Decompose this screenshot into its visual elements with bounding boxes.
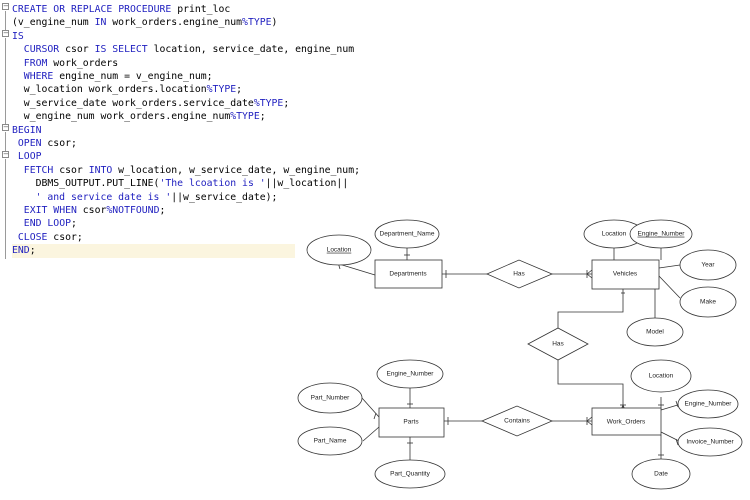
attr-part-quantity	[374, 459, 446, 489]
code-line[interactable]: FROM work_orders	[23, 57, 119, 69]
edge-location-departments	[338, 263, 376, 276]
label-model: Model	[646, 329, 664, 336]
er-diagram-canvas: Departments Vehicles Parts Work_Orders H…	[297, 219, 743, 490]
code-line[interactable]: CLOSE csor;	[17, 231, 83, 243]
edge-partname-parts	[362, 426, 380, 442]
label-make: Make	[700, 299, 716, 306]
label-date: Date	[654, 471, 668, 478]
label-work-orders: Work_Orders	[607, 419, 646, 426]
label-departments: Departments	[389, 271, 427, 278]
code-line[interactable]: EXIT WHEN csor%NOTFOUND;	[23, 205, 166, 216]
code-line[interactable]: CREATE OR REPLACE PROCEDURE print_loc	[12, 4, 231, 15]
fold-toggle-icon[interactable]	[2, 3, 9, 10]
edge-workorders-invoice	[660, 431, 682, 443]
editor-gutter	[0, 0, 12, 270]
fold-guide	[5, 132, 6, 151]
attr-parts-engine-number	[376, 359, 444, 389]
label-part-number: Part_Number	[311, 395, 350, 402]
attr-wo-location	[630, 359, 692, 393]
label-wo-location: Location	[649, 373, 674, 380]
label-has-2: Has	[552, 341, 564, 348]
code-line[interactable]: CURSOR csor IS SELECT location, service_…	[23, 44, 355, 56]
entity-vehicles	[591, 259, 660, 290]
relationship-has-vehicle-workorder	[527, 327, 589, 361]
fold-toggle-icon[interactable]	[2, 151, 9, 158]
attr-wo-engine-number	[677, 389, 739, 419]
edge-vehicles-make	[658, 275, 681, 299]
label-department-name: Department_Name	[380, 231, 435, 238]
code-line[interactable]: ' and service date is '||w_service_date)…	[35, 191, 278, 203]
label-vehicles: Vehicles	[613, 271, 638, 278]
attr-vehicle-engine-number	[629, 219, 693, 249]
label-part-name: Part_Name	[314, 438, 347, 445]
label-invoice-number: Invoice_Number	[686, 439, 734, 446]
label-has-1: Has	[513, 271, 525, 278]
code-line[interactable]: IS	[12, 30, 24, 42]
edge-vehicles-year	[658, 264, 681, 269]
label-parts: Parts	[403, 419, 419, 426]
label-part-quantity: Part_Quantity	[390, 471, 430, 478]
code-line[interactable]: DBMS_OUTPUT.PUT_LINE('The lcoation is '|…	[12, 178, 349, 190]
code-line[interactable]: w_location work_orders.location%TYPE;	[12, 84, 243, 96]
code-line[interactable]: BEGIN	[12, 124, 42, 136]
edge-partnumber-parts	[361, 397, 380, 418]
entity-parts	[378, 407, 445, 438]
label-year: Year	[701, 262, 715, 269]
fold-guide	[5, 159, 6, 259]
code-line[interactable]: OPEN csor;	[17, 138, 77, 149]
attr-invoice-number	[677, 427, 743, 457]
fold-guide	[5, 38, 6, 124]
er-diagram: Departments Vehicles Parts Work_Orders H…	[295, 215, 750, 500]
fold-toggle-icon[interactable]	[2, 30, 9, 37]
label-contains: Contains	[504, 418, 530, 425]
entity-departments	[374, 259, 443, 289]
edge-vehicles-has2	[557, 289, 624, 328]
relationship-contains	[480, 405, 554, 437]
attr-part-number	[297, 382, 363, 414]
attr-part-name	[297, 426, 363, 456]
code-line[interactable]: LOOP	[17, 151, 42, 163]
code-line[interactable]: w_engine_num work_orders.engine_num%TYPE…	[12, 111, 266, 123]
code-line[interactable]: w_service_date work_orders.service_date%…	[12, 97, 290, 109]
label-dept-location: Location	[327, 247, 352, 254]
label-wo-engine-number: Engine_Number	[685, 401, 733, 408]
label-parts-engine-number: Engine_Number	[387, 371, 435, 378]
attr-model	[626, 317, 684, 347]
attr-date	[631, 458, 691, 490]
code-line[interactable]: WHERE engine_num = v_engine_num;	[23, 71, 213, 82]
label-vehicle-engine-number: Engine_Number	[638, 231, 686, 238]
attr-dept-location	[306, 234, 372, 266]
attr-year	[679, 249, 737, 281]
code-editor[interactable]: CREATE OR REPLACE PROCEDURE print_loc (v_…	[0, 0, 360, 270]
code-line[interactable]: (v_engine_num IN work_orders.engine_num%…	[12, 17, 278, 29]
relationship-has-dept-vehicle	[486, 259, 554, 289]
label-vehicle-location: Location	[602, 231, 627, 238]
fold-guide	[5, 11, 6, 30]
code-line[interactable]: END LOOP;	[23, 218, 77, 230]
code-line[interactable]: END;	[12, 244, 295, 258]
attr-make	[679, 286, 737, 318]
fold-toggle-icon[interactable]	[2, 124, 9, 131]
entity-work-orders	[591, 407, 662, 436]
code-line[interactable]: FETCH csor INTO w_location, w_service_da…	[23, 164, 361, 176]
edge-has2-workorders	[557, 360, 624, 410]
attr-department-name	[374, 219, 440, 249]
